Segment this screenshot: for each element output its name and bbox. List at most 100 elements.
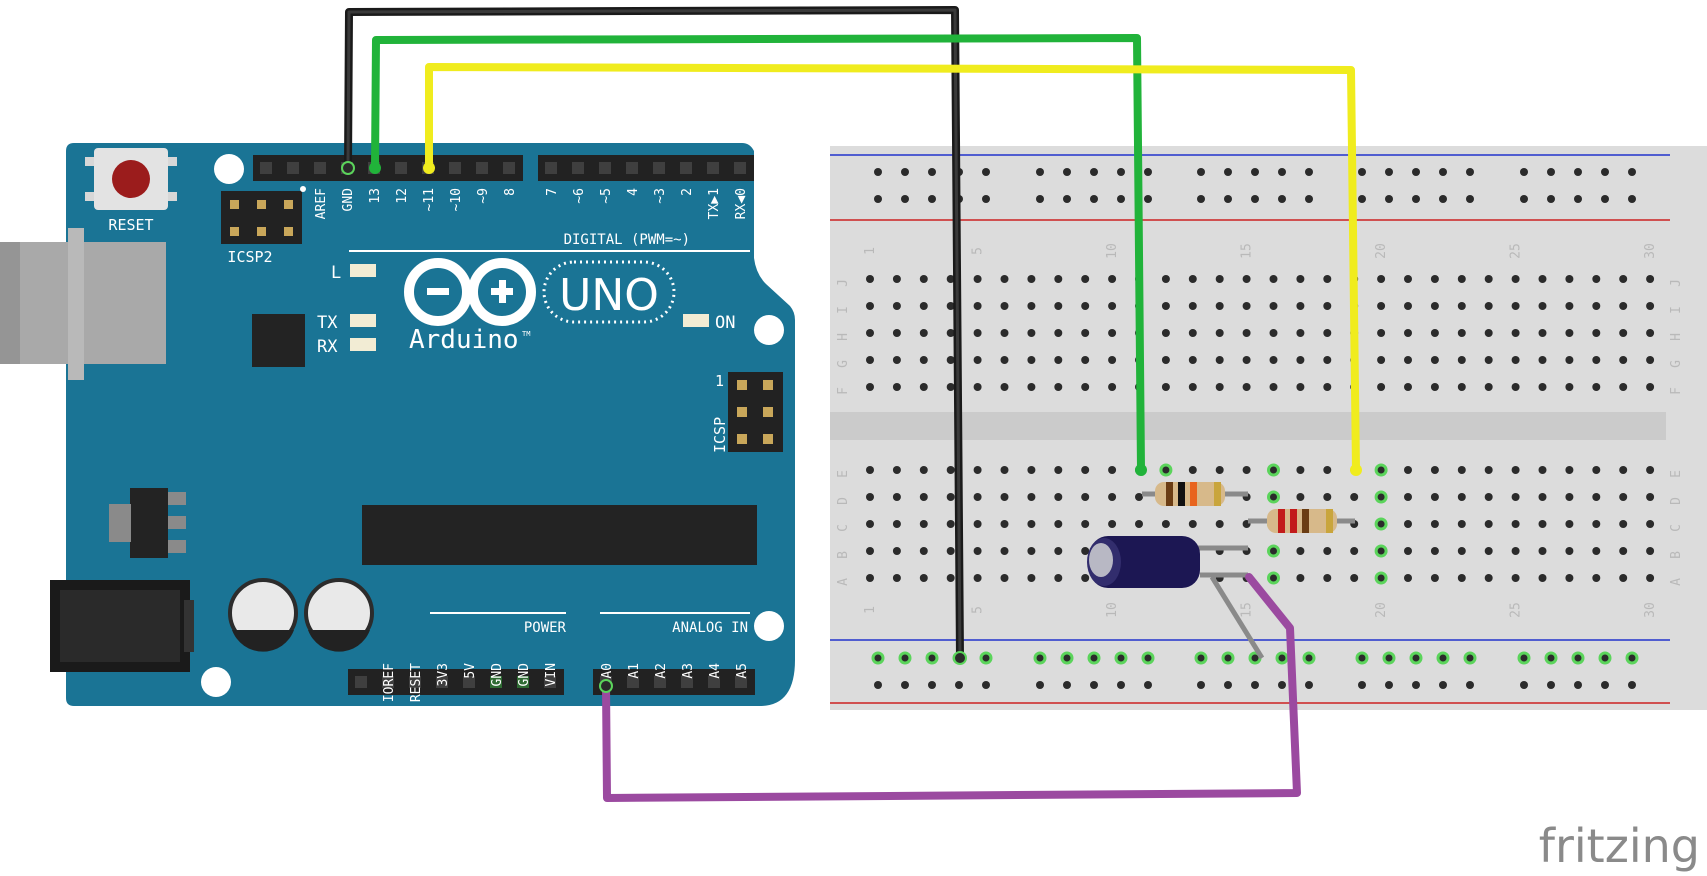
breadboard-label: D <box>836 497 851 505</box>
digital-pin-label: AREF <box>314 188 329 219</box>
breadboard-label: E <box>836 470 851 478</box>
breadboard-hole <box>1538 302 1547 310</box>
breadboard-hole <box>1090 681 1098 689</box>
breadboard-hole <box>1242 383 1251 391</box>
breadboard-hole <box>1296 302 1305 310</box>
breadboard-hole <box>919 275 928 283</box>
breadboard-label: 25 <box>1509 602 1524 618</box>
breadboard-hole <box>1619 520 1628 528</box>
breadboard-hole <box>1000 329 1009 337</box>
icsp-pin1-label: 1 <box>715 372 724 390</box>
breadboard-hole <box>1592 302 1601 310</box>
breadboard-hole <box>1565 383 1574 391</box>
arduino-uno-board: RESET ICSP2 <box>0 143 795 706</box>
digital-pin-label: ~11 <box>422 188 437 211</box>
breadboard-label: B <box>836 551 851 559</box>
breadboard-hole <box>1538 356 1547 364</box>
breadboard-hole <box>1242 466 1251 474</box>
breadboard-hole <box>1592 383 1601 391</box>
power-header-label: POWER <box>524 620 567 636</box>
breadboard-hole <box>892 574 901 582</box>
breadboard-hole <box>1565 574 1574 582</box>
breadboard-hole <box>1296 329 1305 337</box>
power-pin-label: 5V <box>463 663 478 679</box>
breadboard-hole <box>1404 466 1412 474</box>
breadboard-hole <box>1063 681 1071 689</box>
breadboard-hole <box>1592 466 1601 474</box>
breadboard-hole <box>1511 383 1520 391</box>
breadboard-hole <box>1592 547 1601 555</box>
header-pin <box>734 162 746 174</box>
breadboard-hole <box>866 520 874 528</box>
breadboard-hole <box>1000 383 1009 391</box>
breadboard-label: H <box>1669 333 1684 341</box>
breadboard-hole <box>1430 547 1439 555</box>
breadboard-hole <box>1267 571 1280 585</box>
breadboard-hole <box>1323 275 1332 283</box>
power-pin-label: GND <box>490 663 505 687</box>
digital-pin-label: RX◀0 <box>734 188 749 219</box>
digital-pin-label: ~3 <box>653 188 668 204</box>
breadboard-hole <box>1404 493 1412 501</box>
breadboard-hole <box>1404 302 1412 310</box>
header-pin <box>395 162 407 174</box>
reset-label: RESET <box>108 216 153 234</box>
header-pin <box>680 162 692 174</box>
breadboard-hole <box>1144 681 1152 689</box>
led-rx <box>350 338 376 351</box>
breadboard-hole <box>1054 356 1063 364</box>
breadboard-hole <box>1358 681 1366 689</box>
breadboard-hole <box>1547 195 1555 203</box>
breadboard-hole <box>1436 651 1450 665</box>
breadboard-hole <box>1484 302 1493 310</box>
breadboard-hole <box>1430 574 1439 582</box>
breadboard-hole <box>1350 547 1359 555</box>
breadboard-hole <box>1646 520 1655 528</box>
breadboard-label: 10 <box>1105 243 1120 259</box>
breadboard-hole <box>1463 651 1477 665</box>
breadboard-label: F <box>836 387 851 395</box>
breadboard-hole <box>1081 466 1090 474</box>
breadboard-hole <box>1027 383 1036 391</box>
breadboard-hole <box>1377 383 1386 391</box>
breadboard-hole <box>1141 651 1155 665</box>
breadboard-hole <box>1619 356 1628 364</box>
breadboard-hole <box>1565 329 1574 337</box>
breadboard-hole <box>892 302 901 310</box>
breadboard-hole <box>973 383 982 391</box>
breadboard-hole <box>1323 574 1332 582</box>
digital-pin-label: ~9 <box>476 188 491 204</box>
breadboard-hole <box>1457 329 1466 337</box>
breadboard-hole <box>1625 651 1639 665</box>
breadboard-hole <box>1619 547 1628 555</box>
breadboard-hole <box>1457 466 1466 474</box>
breadboard-hole <box>1063 168 1071 176</box>
breadboard-hole <box>1547 681 1555 689</box>
breadboard-label: 30 <box>1643 602 1658 618</box>
breadboard-hole <box>1646 493 1655 501</box>
breadboard-hole <box>1574 681 1582 689</box>
breadboard-label: 25 <box>1509 243 1524 259</box>
breadboard-hole <box>946 356 955 364</box>
breadboard-hole <box>1430 275 1439 283</box>
reset-button-cap[interactable] <box>112 160 150 198</box>
breadboard-hole <box>1269 383 1278 391</box>
header-pin <box>653 162 665 174</box>
breadboard-hole <box>928 195 936 203</box>
breadboard-hole <box>1027 466 1036 474</box>
breadboard-hole <box>973 302 982 310</box>
breadboard-hole <box>866 275 874 283</box>
breadboard-label: 15 <box>1240 602 1255 618</box>
breadboard-hole <box>1054 275 1063 283</box>
breadboard-hole <box>1628 681 1636 689</box>
resistor-band <box>1166 482 1173 506</box>
breadboard-hole <box>1275 651 1289 665</box>
breadboard-hole <box>1323 329 1332 337</box>
breadboard-hole <box>1302 651 1316 665</box>
header-pin <box>626 162 638 174</box>
breadboard-hole <box>1538 466 1547 474</box>
icsp2-header <box>221 191 302 244</box>
breadboard-hole <box>1511 574 1520 582</box>
digital-pin-label: 2 <box>680 188 695 196</box>
header-pin <box>436 676 448 688</box>
